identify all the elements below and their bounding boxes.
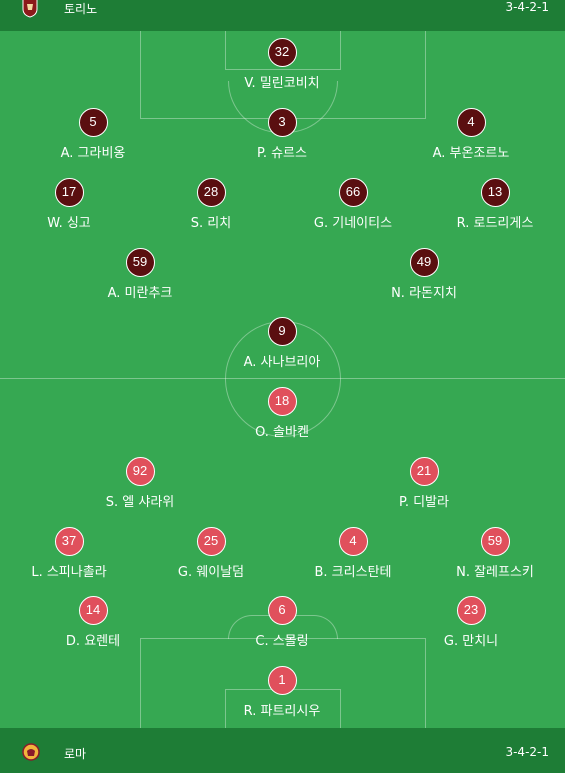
away-player[interactable]: 21 P. 디발라 [354,457,494,510]
away-team-name[interactable]: 로마 [64,747,87,761]
away-team-bar: 로마 3-4-2-1 [0,728,565,773]
player-number-badge: 1 [267,666,297,695]
player-name: N. 잘레프스키 [456,565,534,580]
home-player[interactable]: 17 W. 싱고 [0,178,139,231]
player-name: P. 디발라 [399,495,449,510]
player-name: B. 크리스탄테 [314,565,392,580]
player-number-badge: 28 [196,178,226,207]
player-number-badge: 17 [54,178,84,207]
home-player[interactable]: 4 A. 부온조르노 [401,108,541,161]
player-name: R. 로드리게스 [456,216,534,231]
away-player[interactable]: 18 O. 솔바켄 [212,387,352,440]
away-formation: 3-4-2-1 [505,745,549,759]
player-name: W. 싱고 [47,216,91,231]
player-name: A. 그라비옹 [60,146,126,161]
player-name: C. 스몰링 [255,634,309,649]
home-team-name[interactable]: 토리노 [64,2,98,16]
home-player[interactable]: 9 A. 사나브리아 [212,317,352,370]
away-player[interactable]: 4 B. 크리스탄테 [283,527,423,580]
away-player[interactable]: 6 C. 스몰링 [212,596,352,649]
player-name: R. 파트리시우 [243,704,321,719]
home-player[interactable]: 3 P. 슈르스 [212,108,352,161]
torino-crest-icon [22,0,38,18]
player-name: L. 스피나촐라 [31,565,107,580]
player-number-badge: 37 [54,527,84,556]
player-number-badge: 66 [338,178,368,207]
player-number-badge: 3 [267,108,297,137]
player-name: V. 밀린코비치 [244,76,320,91]
player-name: A. 사나브리아 [243,355,321,370]
home-player[interactable]: 66 G. 기네이티스 [283,178,423,231]
player-name: D. 요렌테 [65,634,121,649]
away-player[interactable]: 23 G. 만치니 [401,596,541,649]
home-player[interactable]: 28 S. 리치 [141,178,281,231]
player-number-badge: 4 [338,527,368,556]
away-player[interactable]: 1 R. 파트리시우 [212,666,352,719]
player-number-badge: 5 [78,108,108,137]
home-player[interactable]: 13 R. 로드리게스 [425,178,565,231]
player-number-badge: 14 [78,596,108,625]
home-formation: 3-4-2-1 [505,0,549,14]
player-name: S. 엘 샤라위 [105,495,175,510]
away-player[interactable]: 92 S. 엘 샤라위 [70,457,210,510]
roma-crest-icon [22,743,40,761]
top-goal-area [225,31,341,70]
player-name: A. 미란추크 [107,286,173,301]
player-number-badge: 13 [480,178,510,207]
player-number-badge: 18 [267,387,297,416]
player-name: O. 솔바켄 [255,425,309,440]
away-player[interactable]: 37 L. 스피나촐라 [0,527,139,580]
player-name: G. 기네이티스 [313,216,393,231]
player-name: N. 라돈지치 [391,286,457,301]
player-name: A. 부온조르노 [432,146,510,161]
player-number-badge: 59 [125,248,155,277]
player-name: P. 슈르스 [257,146,307,161]
player-number-badge: 23 [456,596,486,625]
player-name: G. 웨이날덤 [177,565,245,580]
player-name: G. 만치니 [443,634,499,649]
player-name: S. 리치 [190,216,232,231]
player-number-badge: 9 [267,317,297,346]
home-player[interactable]: 49 N. 라돈지치 [354,248,494,301]
player-number-badge: 21 [409,457,439,486]
player-number-badge: 92 [125,457,155,486]
home-player[interactable]: 32 V. 밀린코비치 [212,38,352,91]
away-player[interactable]: 25 G. 웨이날덤 [141,527,281,580]
player-number-badge: 32 [267,38,297,67]
player-number-badge: 4 [456,108,486,137]
away-player[interactable]: 14 D. 요렌테 [23,596,163,649]
away-player[interactable]: 59 N. 잘레프스키 [425,527,565,580]
player-number-badge: 25 [196,527,226,556]
player-number-badge: 59 [480,527,510,556]
home-player[interactable]: 5 A. 그라비옹 [23,108,163,161]
player-number-badge: 6 [267,596,297,625]
home-team-bar: 토리노 3-4-2-1 [0,0,565,31]
player-number-badge: 49 [409,248,439,277]
home-player[interactable]: 59 A. 미란추크 [70,248,210,301]
